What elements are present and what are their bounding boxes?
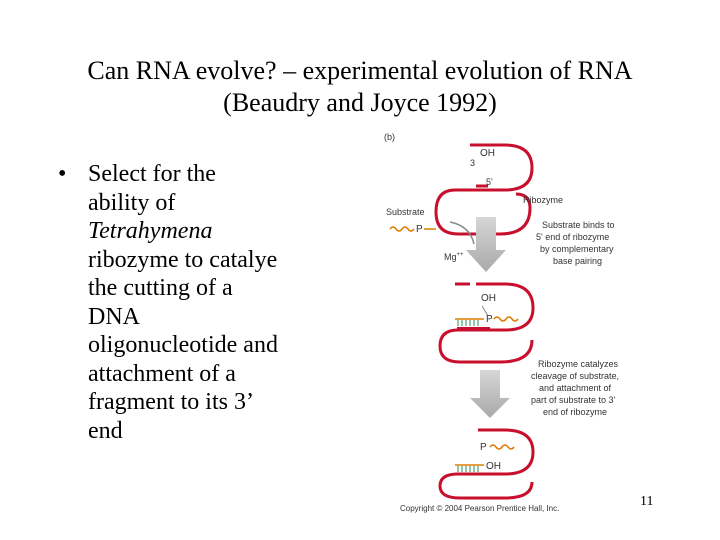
catalyzes-note: Ribozyme catalyzes cleavage of substrate…	[531, 359, 622, 417]
five-prime-label: 5'	[486, 177, 493, 187]
bullet-line: end	[88, 417, 123, 444]
oh-label-mid: OH	[481, 293, 496, 304]
bullet-text: Select for the ability of Tetrahymena ri…	[88, 160, 358, 445]
bullet-line: fragment to its 3’	[88, 389, 254, 415]
substrate-strand	[389, 226, 415, 232]
mg-label: Mg++	[444, 252, 464, 262]
p-label-mid: P	[486, 314, 493, 325]
leaving-fragment	[493, 316, 519, 322]
substrate-label: Substrate	[386, 207, 425, 217]
oh-label-top: OH	[480, 148, 495, 159]
ribozyme-step-3	[438, 428, 535, 500]
ribozyme-step-1	[434, 143, 534, 236]
slide-number: 11	[640, 494, 654, 509]
bullet-line: ribozyme to catalye	[88, 246, 278, 273]
bullet-line: ability of	[88, 189, 176, 216]
bullet-line: oligonucleotide and	[88, 332, 278, 358]
slide-title: Can RNA evolve? – experimental evolution…	[40, 55, 680, 119]
ribozyme-step-2	[438, 282, 535, 364]
bullet-line: attachment of a	[88, 360, 236, 387]
base-pairs-bottom	[457, 466, 479, 472]
title-line-2: (Beaudry and Joyce 1992)	[223, 88, 497, 117]
down-arrow-icon	[466, 217, 506, 272]
bullet-marker: •	[58, 161, 67, 187]
oh-label-bottom: OH	[486, 461, 501, 472]
panel-label: (b)	[384, 132, 395, 142]
bullet-line: Select for the	[88, 161, 216, 187]
copyright-notice: Copyright © 2004 Pearson Prentice Hall, …	[400, 504, 559, 513]
binds-note: Substrate binds to 5' end of ribozyme by…	[536, 220, 617, 266]
curved-arrow-icon	[449, 221, 475, 245]
p-label-bottom: P	[480, 442, 487, 453]
ribozyme-label: Ribozyme	[523, 195, 563, 205]
three-prime-label: 3	[470, 158, 475, 168]
bullet-line: DNA	[88, 303, 140, 330]
down-arrow-icon	[470, 370, 510, 418]
substrate-p-label: P	[416, 224, 423, 235]
attached-fragment	[489, 444, 515, 450]
attack-arrow-icon	[481, 305, 489, 317]
title-line-1: Can RNA evolve? – experimental evolution…	[87, 56, 633, 85]
bullet-line-italic: Tetrahymena	[88, 218, 213, 244]
base-pairs-mid	[457, 320, 479, 326]
bullet-line: the cutting of a	[88, 275, 233, 301]
